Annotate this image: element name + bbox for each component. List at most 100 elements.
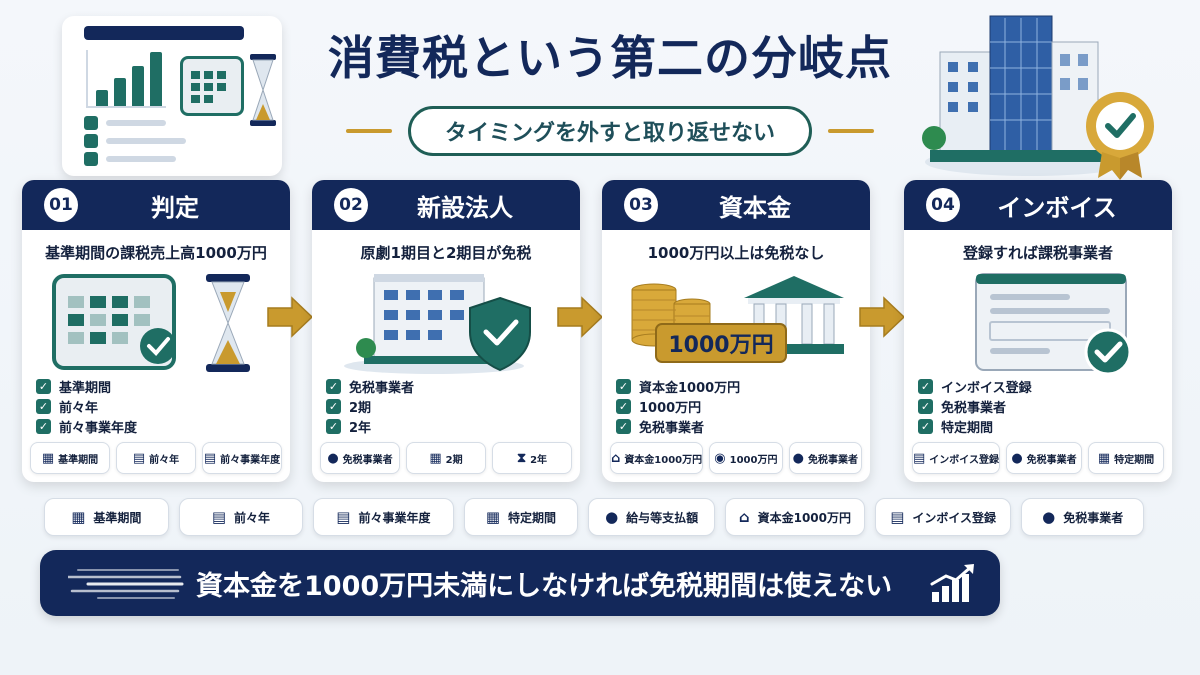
person-icon: ● <box>792 450 804 466</box>
payment-icon: ● <box>605 508 619 526</box>
keyword-tag: ●免税事業者 <box>1021 498 1144 536</box>
document-icon: ▤ <box>913 450 926 466</box>
tag: ▦特定期間 <box>1088 442 1164 474</box>
arrow-right-icon <box>266 296 314 338</box>
coins-bank-illustration <box>614 268 858 378</box>
person-icon: ● <box>1042 508 1056 526</box>
keyword-tag-strip: ▦基準期間 ▤前々年 ▤前々事業年度 ▦特定期間 ●給与等支払額 ⌂資本金100… <box>44 498 1144 536</box>
tag: ●免税事業者 <box>788 442 862 474</box>
step-card-invoice: 04 インボイス 登録すれば課税事業者 ✓インボイス登録 ✓免税事業者 ✓特定期… <box>904 180 1172 482</box>
tag-row: ●免税事業者 ▦2期 ⧗2年 <box>320 442 572 474</box>
tag: ⌂資本金1000万円 <box>610 442 704 474</box>
bank-icon: ⌂ <box>611 450 621 466</box>
checkbox-icon: ✓ <box>36 418 51 434</box>
subtitle-pill: タイミングを外すと取り返せない <box>407 106 812 156</box>
check-item: ✓前々年 <box>36 396 137 416</box>
checkbox-icon: ✓ <box>36 378 51 394</box>
divider <box>828 129 874 133</box>
tag-row: ⌂資本金1000万円 ◉1000万円 ●免税事業者 <box>610 442 862 474</box>
calendar-icon: ▦ <box>429 450 442 466</box>
calendar-icon: ▦ <box>485 508 501 526</box>
keyword-tag: ▤インボイス登録 <box>874 498 1012 536</box>
divider <box>345 129 392 133</box>
check-item: ✓前々事業年度 <box>36 416 137 436</box>
keyword-tag: ▦基準期間 <box>44 498 169 536</box>
hourglass-icon <box>250 54 276 126</box>
checkbox-icon: ✓ <box>36 398 51 414</box>
invoice-document-illustration <box>916 268 1160 378</box>
tag: ⧗2年 <box>492 442 572 474</box>
check-item: ✓免税事業者 <box>326 376 414 396</box>
tag: ▦基準期間 <box>30 442 110 474</box>
bank-icon: ⌂ <box>738 508 750 526</box>
page-title: 消費税という第二の分岐点 <box>328 31 892 85</box>
step-number: 04 <box>926 188 960 222</box>
step-number: 01 <box>44 188 78 222</box>
checkbox-icon: ✓ <box>918 418 933 434</box>
tag: ▤インボイス登録 <box>912 442 1000 474</box>
arrow-right-icon <box>858 296 906 338</box>
tag: ▦2期 <box>406 442 486 474</box>
person-icon: ● <box>327 450 339 466</box>
check-item: ✓1000万円 <box>616 396 740 416</box>
money-amount-label: 1000万円 <box>668 333 774 358</box>
step-title: インボイス <box>997 193 1117 222</box>
checkbox-icon: ✓ <box>326 398 341 414</box>
office-building-illustration <box>920 12 1170 182</box>
check-list: ✓資本金1000万円 ✓1000万円 ✓免税事業者 <box>616 376 740 436</box>
calendar-hourglass-illustration <box>34 268 278 378</box>
check-list: ✓免税事業者 ✓2期 ✓2年 <box>326 376 414 436</box>
keyword-tag: ▦特定期間 <box>463 498 579 536</box>
checkbox-icon: ✓ <box>326 418 341 434</box>
checkbox-icon: ✓ <box>616 418 631 434</box>
step-card-new-corporation: 02 新設法人 原劇1期目と2期目が免税 ✓免税事業者 ✓2期 ✓2年 ●免税事… <box>312 180 580 482</box>
document-icon: ▤ <box>336 508 351 526</box>
hourglass-icon: ⧗ <box>516 450 527 466</box>
calendar-icon: ▦ <box>1097 450 1111 466</box>
step-card-capital: 03 資本金 1000万円以上は免税なし 1000 <box>602 180 870 482</box>
check-item: ✓2期 <box>326 396 414 416</box>
step-number: 02 <box>334 188 368 222</box>
calendar-icon: ▦ <box>41 450 55 466</box>
tag: ●免税事業者 <box>320 442 400 474</box>
growth-chart-icon <box>928 562 978 604</box>
step-title: 資本金 <box>719 193 791 222</box>
document-calendar-icon: ▤ <box>132 450 146 466</box>
building-shield-illustration <box>324 268 568 378</box>
calendar-icon: ▦ <box>71 508 86 526</box>
hourglass-icon <box>206 274 250 372</box>
document-icon: ▤ <box>890 508 905 526</box>
check-item: ✓インボイス登録 <box>918 376 1032 396</box>
conclusion-text: 資本金を1000万円未満にしなければ免税期間は使えない <box>196 570 893 602</box>
keyword-tag: ●給与等支払額 <box>588 498 715 536</box>
check-item: ✓2年 <box>326 416 414 436</box>
speed-lines-icon <box>66 564 188 602</box>
calendar-icon <box>180 56 244 116</box>
check-list: ✓基準期間 ✓前々年 ✓前々事業年度 <box>36 376 137 436</box>
checkbox-icon: ✓ <box>326 378 341 394</box>
tag: ▤前々年 <box>116 442 196 474</box>
checkbox-icon: ✓ <box>616 378 631 394</box>
check-item: ✓資本金1000万円 <box>616 376 740 396</box>
tag-row: ▤インボイス登録 ●免税事業者 ▦特定期間 <box>912 442 1164 474</box>
arrow-right-icon <box>556 296 604 338</box>
coins-icon: ◉ <box>714 450 726 466</box>
person-icon: ● <box>1011 450 1023 466</box>
document-calendar-icon: ▤ <box>203 450 217 466</box>
check-item: ✓免税事業者 <box>918 396 1032 416</box>
check-item: ✓特定期間 <box>918 416 1032 436</box>
step-description: 基準期間の課税売上高1000万円 <box>45 244 267 262</box>
keyword-tag: ▤前々年 <box>178 498 304 536</box>
tag: ●免税事業者 <box>1006 442 1082 474</box>
report-illustration <box>62 16 282 176</box>
step-description: 1000万円以上は免税なし <box>647 244 825 262</box>
checkbox-icon: ✓ <box>918 398 933 414</box>
check-item: ✓基準期間 <box>36 376 137 396</box>
tag-row: ▦基準期間 ▤前々年 ▤前々事業年度 <box>30 442 282 474</box>
document-calendar-icon: ▤ <box>211 508 226 526</box>
step-description: 登録すれば課税事業者 <box>962 244 1113 262</box>
checkbox-icon: ✓ <box>616 398 631 414</box>
checkmark-icon <box>1084 328 1132 376</box>
check-item: ✓免税事業者 <box>616 416 740 436</box>
tag: ▤前々事業年度 <box>202 442 282 474</box>
